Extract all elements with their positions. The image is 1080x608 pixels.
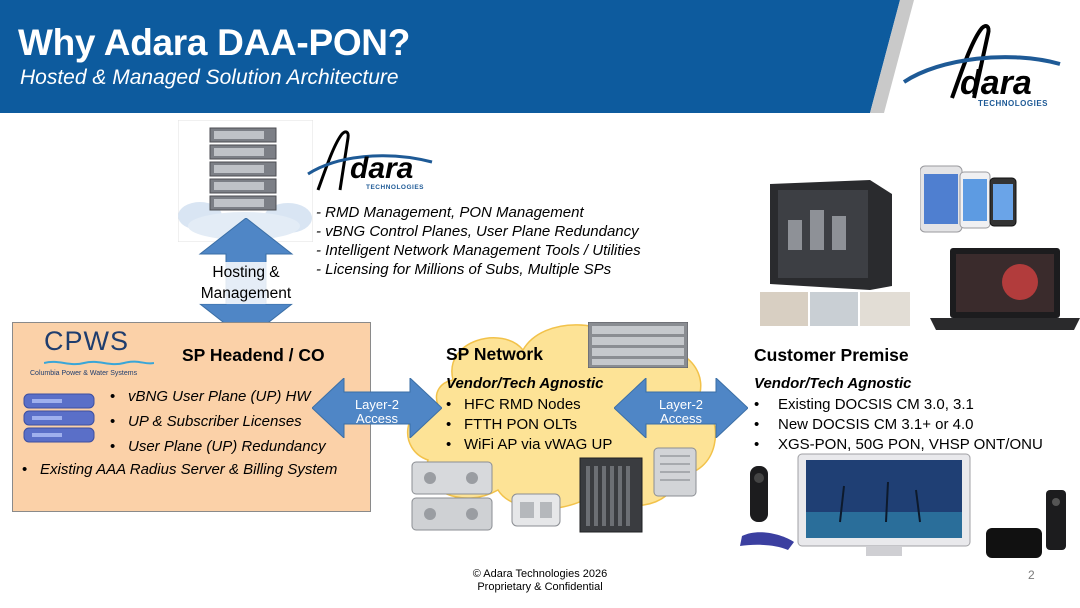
adara-a-swoosh-icon [307, 130, 433, 191]
adara-logo-center: dara TECHNOLOGIES [306, 128, 436, 194]
network-subtitle: Vendor/Tech Agnostic [446, 375, 604, 392]
list-item-text: HFC RMD Nodes [464, 396, 581, 413]
customer-subtitle: Vendor/Tech Agnostic [754, 375, 912, 392]
list-item: • UP & Subscriber Licenses [110, 409, 326, 434]
arrow-label-line1: Layer-2 [354, 397, 400, 412]
home-rooms-image [760, 292, 910, 326]
bullet: • [754, 436, 760, 453]
slide-footer: © Adara Technologies 2026 Proprietary & … [440, 568, 640, 594]
arrow-label-line2: Access [356, 411, 398, 426]
arrow-label-line2: Access [660, 411, 702, 426]
laptop-image [930, 248, 1080, 330]
olt-shelf-image [579, 457, 643, 533]
bullet: • [446, 396, 452, 413]
layer2-access-arrow-right [614, 378, 748, 438]
television-image [797, 453, 971, 556]
slide-header: Why Adara DAA-PON? Hosted & Managed Solu… [0, 0, 1080, 113]
list-item: - Intelligent Network Management Tools /… [316, 242, 641, 259]
bullet: • [754, 416, 760, 433]
list-item-text: User Plane (UP) Redundancy [128, 438, 326, 455]
layer2-access-arrow-left [312, 378, 442, 438]
list-item-text: WiFi AP via vWAG UP [464, 436, 613, 453]
logo-word: dara [960, 64, 1032, 102]
page-number: 2 [1028, 568, 1035, 582]
headend-extra-item: • Existing AAA Radius Server & Billing Sy… [22, 461, 337, 478]
header-band [0, 0, 914, 113]
list-item: • XGS-PON, 50G PON, VHSP ONT/ONU [754, 435, 1043, 455]
list-item: • HFC RMD Nodes [446, 395, 612, 415]
list-item-text: FTTH PON OLTs [464, 416, 578, 433]
list-item: • WiFi AP via vWAG UP [446, 435, 612, 455]
slide-title: Why Adara DAA-PON? [18, 22, 411, 63]
customer-list: • Existing DOCSIS CM 3.0, 3.1 • New DOCSIS… [754, 395, 1043, 455]
headend-title: SP Headend / CO [182, 345, 325, 365]
list-item-text: XGS-PON, 50G PON, VHSP ONT/ONU [778, 436, 1043, 453]
bullet: • [110, 438, 116, 455]
copyright-text: © Adara Technologies 2026 [472, 568, 608, 580]
rack-server-icon [23, 393, 95, 443]
headend-list: • vBNG User Plane (UP) HW • UP & Subscribe… [110, 384, 326, 459]
list-item: - vBNG Control Planes, User Plane Redund… [316, 223, 639, 240]
rmd-node-image [411, 461, 493, 531]
list-item-text: New DOCSIS CM 3.1+ or 4.0 [778, 416, 974, 433]
list-item-text: Existing AAA Radius Server & Billing Sys… [40, 461, 338, 478]
logo-tagline: TECHNOLOGIES [978, 99, 1049, 108]
hosting-label-line2: Management [200, 285, 292, 302]
streaming-stick-image [740, 466, 794, 550]
bullet: • [110, 388, 116, 405]
arrow-label-line1: Layer-2 [658, 397, 704, 412]
bullet: • [110, 413, 116, 430]
customer-title: Customer Premise [754, 345, 909, 365]
set-top-box-image [986, 490, 1066, 558]
list-item: • Existing DOCSIS CM 3.0, 3.1 [754, 395, 1043, 415]
bullet: • [22, 461, 28, 478]
list-item-text: Existing DOCSIS CM 3.0, 3.1 [778, 396, 974, 413]
hosting-management-label: Hosting & Management [190, 262, 302, 304]
list-item: • User Plane (UP) Redundancy [110, 434, 326, 459]
layer2-access-label-left: Layer-2 Access [340, 398, 414, 426]
list-item: • FTTH PON OLTs [446, 415, 612, 435]
adara-logo-header: dara TECHNOLOGIES [900, 20, 1070, 112]
hosting-label-line1: Hosting & [212, 264, 280, 281]
cpws-logo-text: CPWS [44, 326, 129, 356]
cpws-full-name: Columbia Power & Water Systems [30, 370, 138, 377]
list-item: • vBNG User Plane (UP) HW [110, 384, 326, 409]
network-list: • HFC RMD Nodes • FTTH PON OLTs • WiFi AP v… [446, 395, 612, 455]
layer2-access-label-right: Layer-2 Access [644, 398, 718, 426]
cpws-logo: CPWS Columbia Power & Water Systems [30, 326, 154, 382]
logo-tagline: TECHNOLOGIES [366, 184, 425, 191]
list-item-text: UP & Subscriber Licenses [128, 413, 302, 430]
network-title: SP Network [446, 344, 543, 364]
server-rack-cloud-image [178, 120, 313, 242]
wave-icon [44, 360, 154, 366]
list-item: - RMD Management, PON Management [316, 204, 584, 221]
smartphones-image [920, 165, 1017, 233]
fiber-node-image [653, 447, 697, 497]
logo-word: dara [350, 152, 414, 185]
confidential-text: Proprietary & Confidential [477, 581, 603, 593]
bullet: • [446, 416, 452, 433]
list-item: • New DOCSIS CM 3.1+ or 4.0 [754, 415, 1043, 435]
bullet: • [754, 396, 760, 413]
list-item-text: vBNG User Plane (UP) HW [128, 388, 311, 405]
smart-home-panel-image [770, 180, 892, 290]
wifi-ap-image [511, 493, 561, 527]
bullet: • [446, 436, 452, 453]
adara-a-swoosh-icon [902, 24, 1061, 99]
olt-chassis-image [588, 322, 688, 368]
slide-subtitle: Hosted & Managed Solution Architecture [20, 66, 399, 89]
adara-feature-list: - RMD Management, PON Management - vBNG … [316, 203, 641, 279]
list-item: - Licensing for Millions of Subs, Multip… [316, 261, 612, 278]
